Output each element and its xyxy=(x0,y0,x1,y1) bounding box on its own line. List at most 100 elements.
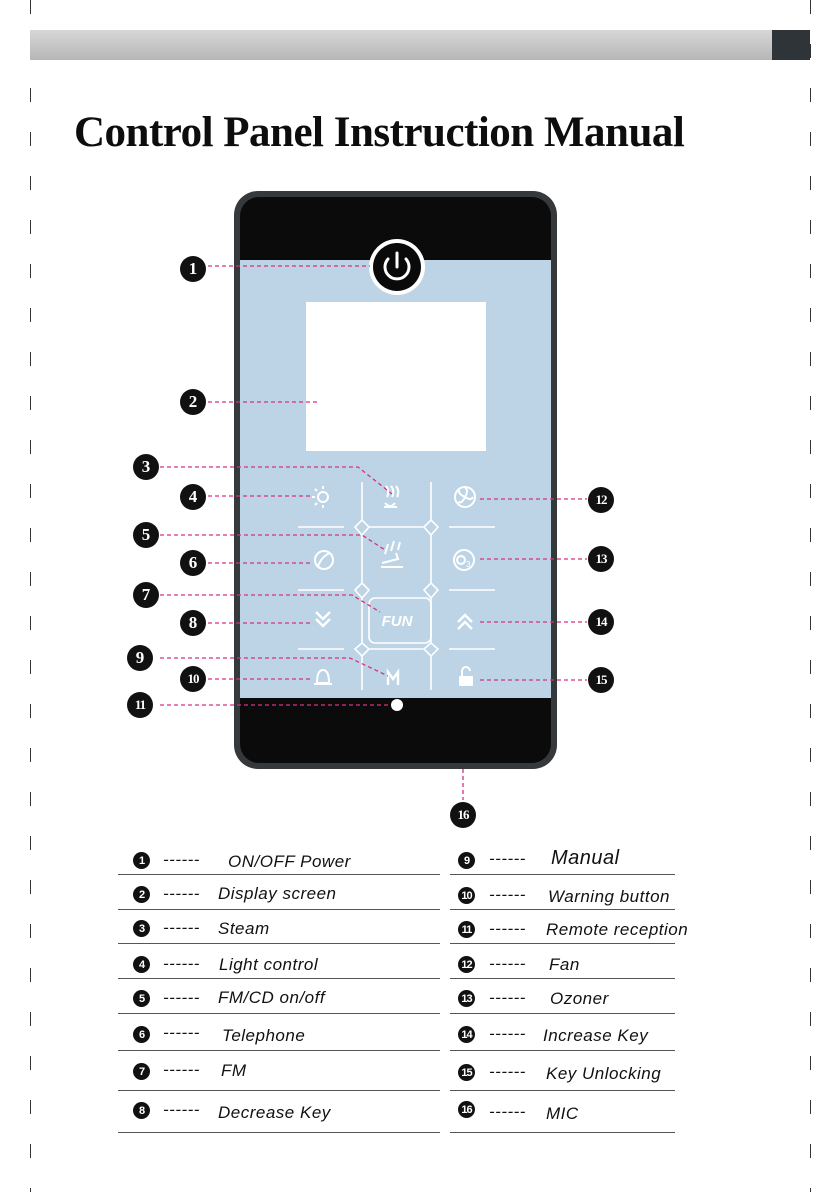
chevron-down-icon xyxy=(315,611,331,628)
legend-rule xyxy=(450,1013,675,1014)
header-tab xyxy=(772,30,810,60)
legend-label: Key Unlocking xyxy=(546,1064,662,1083)
legend-dash: ------ xyxy=(489,1024,526,1043)
legend-dash: ------ xyxy=(489,954,526,973)
chevron-up-icon xyxy=(457,613,473,630)
legend-num: 6 xyxy=(133,1026,150,1043)
remote-receiver-icon xyxy=(391,699,403,711)
legend-label: Ozoner xyxy=(550,989,609,1008)
legend-rule xyxy=(118,943,440,944)
legend-rule xyxy=(450,874,675,875)
legend-num: 14 xyxy=(458,1026,475,1043)
callout-9: 9 xyxy=(127,645,153,671)
legend-num: 3 xyxy=(133,920,150,937)
legend-dash: ------ xyxy=(163,954,200,973)
page-title: Control Panel Instruction Manual xyxy=(74,109,685,156)
legend-num: 13 xyxy=(458,990,475,1007)
callout-1: 1 xyxy=(180,256,206,282)
legend-label: MIC xyxy=(546,1104,579,1123)
legend-label: FM/CD on/off xyxy=(218,988,326,1007)
key-grid xyxy=(298,482,495,690)
legend-dash: ------ xyxy=(489,1062,526,1081)
legend-label: Remote reception xyxy=(546,920,689,939)
legend-rule xyxy=(450,943,675,944)
steam-icon xyxy=(384,485,400,508)
legend-dash: ------ xyxy=(163,918,200,937)
legend-dash: ------ xyxy=(489,849,526,868)
legend-rule xyxy=(118,1132,440,1133)
callout-2: 2 xyxy=(180,389,206,415)
legend-label: Display screen xyxy=(218,884,337,903)
legend-rule xyxy=(450,978,675,979)
legend-num: 9 xyxy=(458,852,475,869)
legend-rule xyxy=(450,1050,675,1051)
legend-num: 1 xyxy=(133,852,150,869)
legend-num: 11 xyxy=(458,921,475,938)
legend-dash: ------ xyxy=(163,988,200,1007)
legend-dash: ------ xyxy=(163,1060,200,1079)
legend-dash: ------ xyxy=(163,884,200,903)
callout-15: 15 xyxy=(588,667,614,693)
callout-8: 8 xyxy=(180,610,206,636)
legend-rule xyxy=(118,909,440,910)
legend-rule xyxy=(118,1090,440,1091)
telephone-icon xyxy=(314,550,334,570)
legend-num: 10 xyxy=(458,887,475,904)
legend-label: Manual xyxy=(551,847,620,869)
legend-dash: ------ xyxy=(489,919,526,938)
left-crop-marks xyxy=(30,0,31,1192)
legend-rule xyxy=(118,1013,440,1014)
legend-num: 16 xyxy=(458,1101,475,1118)
legend-dash: ------ xyxy=(489,1102,526,1121)
legend-rule xyxy=(118,1050,440,1051)
legend-num: 5 xyxy=(133,990,150,1007)
right-crop-marks xyxy=(810,0,811,1192)
power-icon xyxy=(369,239,425,295)
callout-13: 13 xyxy=(588,546,614,572)
callout-7: 7 xyxy=(133,582,159,608)
ozone-icon: 3 xyxy=(453,549,475,571)
music-icon xyxy=(381,540,403,568)
callout-11: 11 xyxy=(127,692,153,718)
light-icon xyxy=(312,486,329,508)
legend-dash: ------ xyxy=(163,1023,200,1042)
legend-label: Decrease Key xyxy=(218,1103,331,1122)
display-screen xyxy=(306,302,486,451)
legend-label: Fan xyxy=(549,955,580,974)
legend-num: 4 xyxy=(133,956,150,973)
bell-icon xyxy=(314,668,332,685)
header-bar xyxy=(30,30,772,60)
callout-16: 16 xyxy=(450,802,476,828)
legend-rule xyxy=(118,874,440,875)
legend-dash: ------ xyxy=(489,885,526,904)
legend-num: 15 xyxy=(458,1064,475,1081)
legend-num: 12 xyxy=(458,956,475,973)
legend-label: Warning button xyxy=(548,887,670,906)
legend-label: Light control xyxy=(219,955,319,974)
legend-dash: ------ xyxy=(163,1100,200,1119)
legend-label: Steam xyxy=(218,919,270,938)
callout-10: 10 xyxy=(180,666,206,692)
legend-num: 8 xyxy=(133,1102,150,1119)
legend-dash: ------ xyxy=(163,850,200,869)
legend-rule xyxy=(450,909,675,910)
fan-icon xyxy=(454,486,476,508)
callout-4: 4 xyxy=(180,484,206,510)
legend-label: FM xyxy=(221,1061,247,1080)
legend-rule xyxy=(450,1132,675,1133)
legend-label: Increase Key xyxy=(543,1026,649,1045)
svg-text:3: 3 xyxy=(466,560,471,569)
legend-num: 7 xyxy=(133,1063,150,1080)
callout-5: 5 xyxy=(133,522,159,548)
manual-icon xyxy=(386,668,400,685)
legend-label: ON/OFF Power xyxy=(228,852,351,871)
legend-rule xyxy=(450,1090,675,1091)
legend-num: 2 xyxy=(133,886,150,903)
leader-lines xyxy=(160,265,587,800)
legend-label: Telephone xyxy=(222,1026,306,1045)
callout-12: 12 xyxy=(588,487,614,513)
unlock-icon xyxy=(459,666,473,686)
callout-14: 14 xyxy=(588,609,614,635)
fun-key: FUN xyxy=(382,613,414,630)
